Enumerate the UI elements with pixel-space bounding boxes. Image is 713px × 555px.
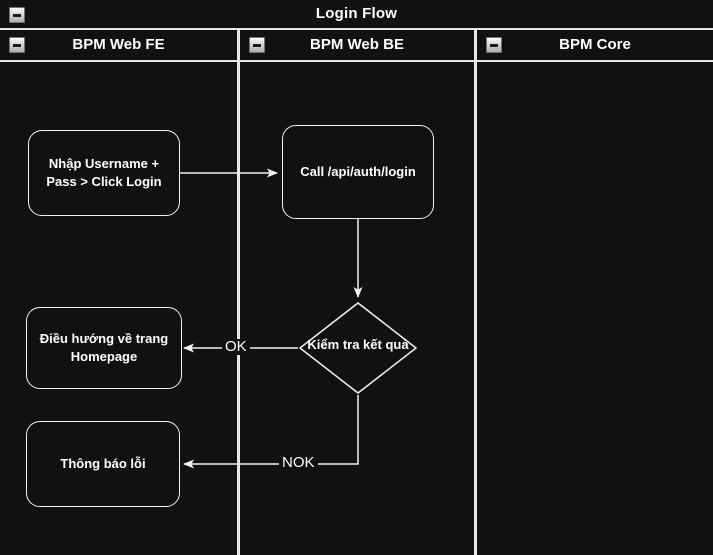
lane-header-bpm-web-fe[interactable]: BPM Web FE [0, 30, 237, 62]
task-go-homepage[interactable]: Điều hướng về trang Homepage [26, 307, 182, 389]
gateway-label-check-result: Kiểm tra kết quả [307, 337, 409, 352]
lane-label-bpm-web-fe: BPM Web FE [72, 36, 165, 53]
task-label-call-login-api: Call /api/auth/login [300, 164, 416, 180]
pool-title-bar: Login Flow [0, 0, 713, 30]
lane-separator-be-core [474, 30, 477, 555]
task-label-show-error: Thông báo lỗi [60, 456, 146, 472]
task-show-error[interactable]: Thông báo lỗi [26, 421, 180, 507]
pool-title-label: Login Flow [315, 5, 398, 22]
gateway-diamond-icon [298, 302, 418, 394]
edge-label-ok: OK [222, 339, 250, 355]
lane-label-bpm-core: BPM Core [559, 36, 631, 53]
task-call-login-api[interactable]: Call /api/auth/login [282, 125, 434, 219]
edge-check-result-to-show-error [183, 395, 359, 469]
lane-separator-fe-be [237, 30, 240, 555]
task-enter-credentials[interactable]: Nhập Username + Pass > Click Login [28, 130, 180, 216]
collapse-minus-icon[interactable] [9, 7, 25, 23]
collapse-minus-icon[interactable] [249, 37, 265, 53]
edge-label-nok: NOK [279, 455, 318, 471]
task-label-go-homepage: Điều hướng về trang Homepage [39, 331, 169, 364]
lane-label-bpm-web-be: BPM Web BE [310, 36, 404, 53]
collapse-minus-icon[interactable] [9, 37, 25, 53]
task-label-enter-credentials: Nhập Username + Pass > Click Login [46, 156, 162, 189]
lane-header-bpm-web-be[interactable]: BPM Web BE [240, 30, 474, 62]
lane-header-bpm-core[interactable]: BPM Core [477, 30, 713, 62]
gateway-check-result[interactable]: Kiểm tra kết quả [298, 301, 418, 395]
collapse-minus-icon[interactable] [486, 37, 502, 53]
